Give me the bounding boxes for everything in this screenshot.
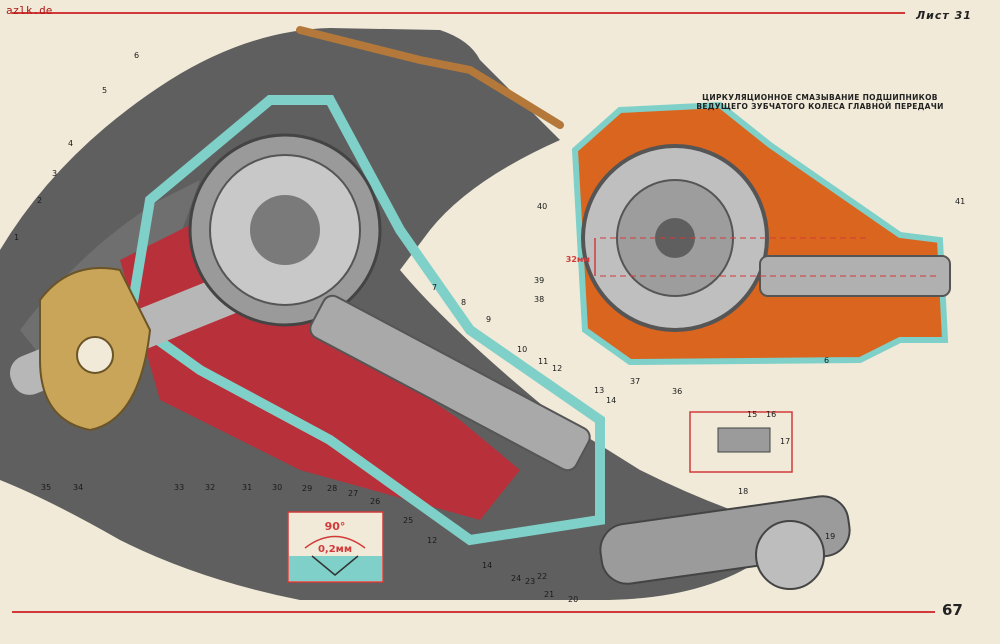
callout-30: 30 [272,483,282,492]
callout-26: 26 [370,497,380,506]
pinion-shaft [309,294,591,472]
callout-25: 25 [403,516,413,525]
callout-22: 22 [537,572,547,581]
ring-gear [188,133,382,327]
callout-8: 8 [461,298,466,307]
callout-31: 31 [242,483,252,492]
page-number: 67 [942,601,963,619]
inset-caption-line2: ВЕДУЩЕГО ЗУБЧАТОГО КОЛЕСА ГЛАВНОЙ ПЕРЕДА… [696,102,944,111]
callout-1: 1 [14,233,19,242]
callout-4: 4 [68,139,73,148]
callout-35: 35 [41,483,51,492]
inset-caption: ЦИРКУЛЯЦИОННОЕ СМАЗЫВАНИЕ ПОДШИПНИКОВ ВЕ… [690,93,950,111]
callout-39: 39 [534,276,544,285]
site-watermark: azlk.de [6,4,53,17]
callout-21: 21 [544,590,554,599]
tooth-angle-label: 90° [325,520,346,533]
callout-15: 15 [747,410,757,419]
callout-17: 17 [780,437,790,446]
tooth-clearance-label: 0,2мм [318,544,352,555]
dimension-label: 32мм [566,255,590,264]
callout-29: 29 [302,484,312,493]
callout-41: 41 [955,197,965,206]
callout-24: 24 [511,574,521,583]
universal-joint [755,520,825,590]
sheet-label: Лист 31 [916,9,972,22]
callout-7: 7 [432,283,437,292]
callout-9: 9 [486,315,491,324]
callout-28: 28 [327,484,337,493]
callout-3: 3 [52,169,57,178]
callout-27: 27 [348,489,358,498]
callout-38: 38 [534,295,544,304]
callout-18: 18 [738,487,748,496]
callout-12: 12 [552,364,562,373]
callout-34: 34 [73,483,83,492]
callout-33: 33 [174,483,184,492]
callout-14: 14 [606,396,616,405]
callout-6: 6 [824,356,829,365]
callout-19: 19 [825,532,835,541]
inset-caption-line1: ЦИРКУЛЯЦИОННОЕ СМАЗЫВАНИЕ ПОДШИПНИКОВ [702,93,938,102]
callout-23: 23 [525,577,535,586]
brake-pipe [296,26,564,129]
callout-16: 16 [766,410,776,419]
callout-32: 32 [205,483,215,492]
tooth-detail-arc [304,535,366,549]
callout-6: 6 [134,51,139,60]
tooth-detail-v [311,555,359,576]
flange-hole [76,336,114,374]
callout-2: 2 [37,196,42,205]
callout-10: 10 [517,345,527,354]
callout-36: 36 [672,387,682,396]
callout-5: 5 [102,86,107,95]
callout-13: 13 [594,386,604,395]
callout-40: 40 [537,202,547,211]
callout-20: 20 [568,595,578,604]
drive-shaft [599,495,851,585]
tooth-detail-fill [289,556,382,581]
lubrication-inset [571,101,951,366]
callout-37: 37 [630,377,640,386]
cutaway-shell [124,95,605,546]
callout-14: 14 [482,561,492,570]
callout-11: 11 [538,357,548,366]
callout-12: 12 [427,536,437,545]
plug-detail-body [717,427,771,453]
